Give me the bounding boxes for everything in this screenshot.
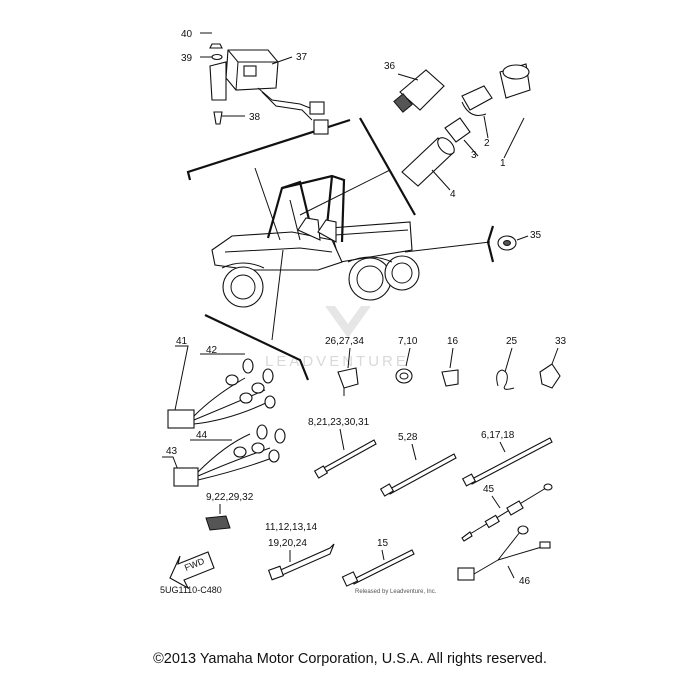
callout-16: 16: [447, 336, 459, 347]
callout-37: 37: [296, 52, 308, 63]
switch-assembly-group: 40 39 37 38: [181, 29, 329, 135]
group-leaders: [186, 117, 495, 381]
watermark: LEADVENTURE Released by Leadventure, Inc…: [265, 306, 437, 595]
callout-36: 36: [384, 61, 396, 72]
lead-wire-group: 45: [461, 483, 553, 542]
callout-2: 2: [484, 138, 490, 149]
callout-8-21-23-30-31: 8,21,23,30,31: [308, 417, 370, 428]
band-group: 11,12,13,14 19,20,24: [265, 522, 335, 581]
callout-15: 15: [377, 538, 389, 549]
callout-4: 4: [450, 189, 456, 200]
clips-group: 26,27,34 7,10 16 25 33: [325, 336, 567, 396]
callout-38: 38: [249, 112, 261, 123]
sub-harness-group: 46: [457, 525, 551, 587]
grommet-group: 35: [497, 230, 542, 251]
callout-11-12-13-14: 11,12,13,14: [265, 522, 318, 533]
callout-3: 3: [471, 150, 477, 161]
callout-25: 25: [506, 336, 518, 347]
callout-39: 39: [181, 53, 193, 64]
fwd-arrow: FWD: [169, 551, 215, 590]
callout-33: 33: [555, 336, 567, 347]
lamp-harness-group: 41 42 43 44: [162, 336, 286, 487]
callout-26-27-34: 26,27,34: [325, 336, 364, 347]
holder-group: 9,22,29,32: [205, 492, 254, 531]
callout-40: 40: [181, 29, 193, 40]
callout-41: 41: [176, 336, 188, 347]
callout-1: 1: [500, 158, 506, 169]
callout-44: 44: [196, 430, 208, 441]
copyright-footer: ©2013 Yamaha Motor Corporation, U.S.A. A…: [153, 651, 547, 667]
cable-ties-group: 8,21,23,30,31 5,28 6,17,18: [308, 417, 553, 497]
callout-19-20-24: 19,20,24: [268, 538, 307, 549]
drawing-code: 5UG1110-C480: [160, 585, 222, 595]
callout-45: 45: [483, 484, 495, 495]
watermark-text: LEADVENTURE: [265, 353, 409, 370]
callout-35: 35: [530, 230, 542, 241]
callout-7-10: 7,10: [398, 336, 418, 347]
vehicle-illustration: [211, 174, 420, 308]
watermark-small-text: Released by Leadventure, Inc.: [355, 589, 437, 595]
callout-6-17-18: 6,17,18: [481, 430, 515, 441]
callout-43: 43: [166, 446, 178, 457]
callout-5-28: 5,28: [398, 432, 418, 443]
socket-group: 36 2 3 1 4: [384, 61, 531, 200]
callout-46: 46: [519, 576, 531, 587]
tie-15-group: 15: [341, 538, 415, 587]
callout-42: 42: [206, 345, 218, 356]
callout-9-22-29-32: 9,22,29,32: [206, 492, 254, 503]
